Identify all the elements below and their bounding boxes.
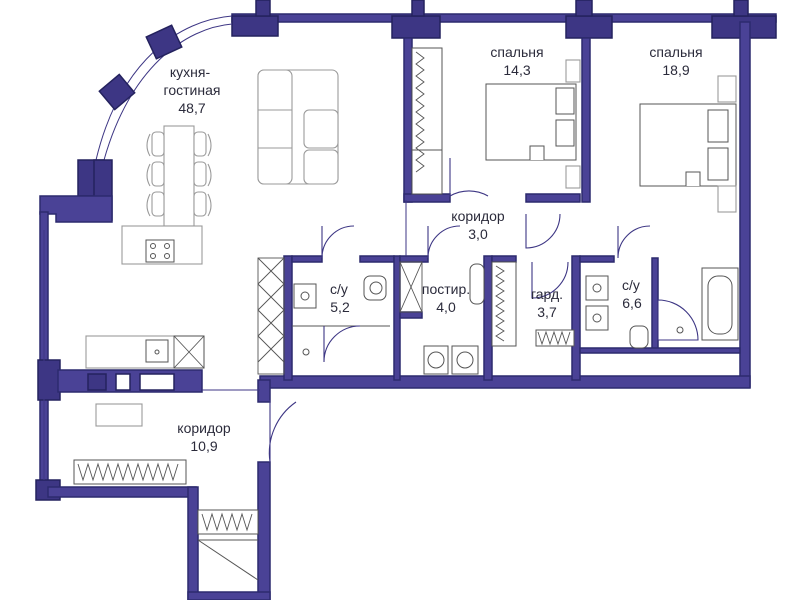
laundry-name: постир.: [422, 281, 470, 297]
wardrobe-name: гард.: [531, 286, 563, 302]
bath1-area: 5,2: [330, 299, 350, 315]
laundry-area: 4,0: [436, 299, 456, 315]
bath2-name: с/у: [622, 277, 640, 293]
corridor1-area: 3,0: [468, 226, 488, 242]
bedroom1-name: спальня: [490, 44, 543, 60]
doors: [268, 158, 651, 463]
room-labels: кухня- гостиная 48,7 спальня 14,3 спальн…: [164, 44, 703, 454]
bath2-area: 6,6: [622, 295, 642, 311]
corridor2-area: 10,9: [190, 438, 217, 454]
kitchen-area: 48,7: [178, 100, 205, 116]
corridor1-name: коридор: [451, 208, 505, 224]
bedroom2-area: 18,9: [662, 62, 689, 78]
kitchen-name-line2: гостиная: [164, 82, 221, 98]
corridor2-name: коридор: [177, 420, 231, 436]
bath1-name: с/у: [330, 281, 348, 297]
bedroom1-area: 14,3: [503, 62, 530, 78]
kitchen-name-line1: кухня-: [170, 64, 211, 80]
wardrobe-area: 3,7: [537, 304, 557, 320]
bedroom2-name: спальня: [649, 44, 702, 60]
living-furniture: [85, 69, 407, 391]
bedroom-furniture: [411, 47, 737, 213]
bathroom-fixtures: [292, 261, 739, 375]
walls: [35, 0, 777, 600]
corridor-furniture: [43, 230, 259, 581]
